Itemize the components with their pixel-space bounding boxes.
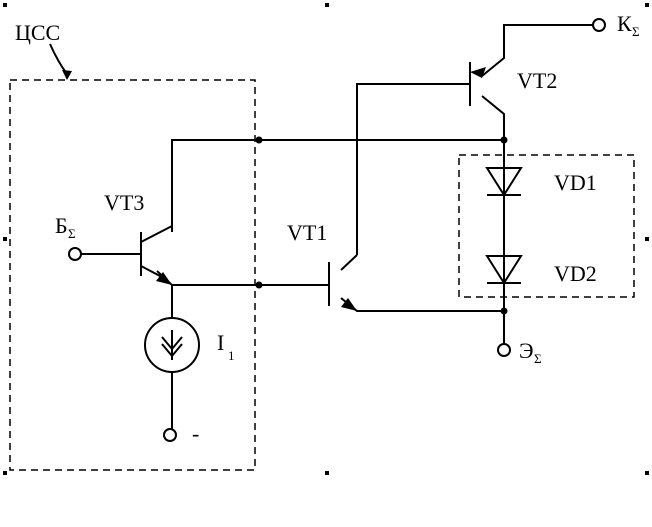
css-pointer-arrow: [49, 43, 72, 80]
collector-terminal: [592, 18, 606, 32]
css-dashed-box: [9, 79, 256, 471]
collector-label: К: [617, 11, 632, 36]
minus-label: -: [192, 421, 199, 446]
base-label-subscript: Σ: [68, 226, 76, 241]
emitter-label: Э: [519, 338, 534, 363]
emitter-terminal: [497, 343, 511, 357]
vt2-label: VT2: [517, 68, 557, 93]
transistor-vt1: [328, 262, 357, 311]
diode-vd2: [485, 255, 523, 285]
transistor-vt2: [469, 62, 486, 106]
collector-label-subscript: Σ: [632, 24, 640, 39]
vt3-label: VT3: [104, 190, 144, 215]
base-label: Б: [55, 213, 68, 238]
diode-vd1: [485, 167, 523, 197]
frame-markers: [3, 3, 649, 475]
emitter-label-subscript: Σ: [534, 351, 542, 366]
i1-subscript: 1: [228, 348, 235, 363]
vd1-label: VD1: [554, 170, 597, 195]
vt1-label: VT1: [287, 220, 327, 245]
base-terminal: [68, 247, 82, 261]
diodes-dashed-box: [458, 154, 635, 298]
vd2-label: VD2: [554, 261, 597, 286]
i1-label: I: [217, 330, 224, 355]
css-label: ЦСС: [15, 20, 60, 45]
transistor-vt3: [140, 225, 173, 285]
junction-dots: [255, 136, 508, 315]
minus-terminal: [163, 428, 177, 442]
current-source-i1: [144, 317, 200, 373]
